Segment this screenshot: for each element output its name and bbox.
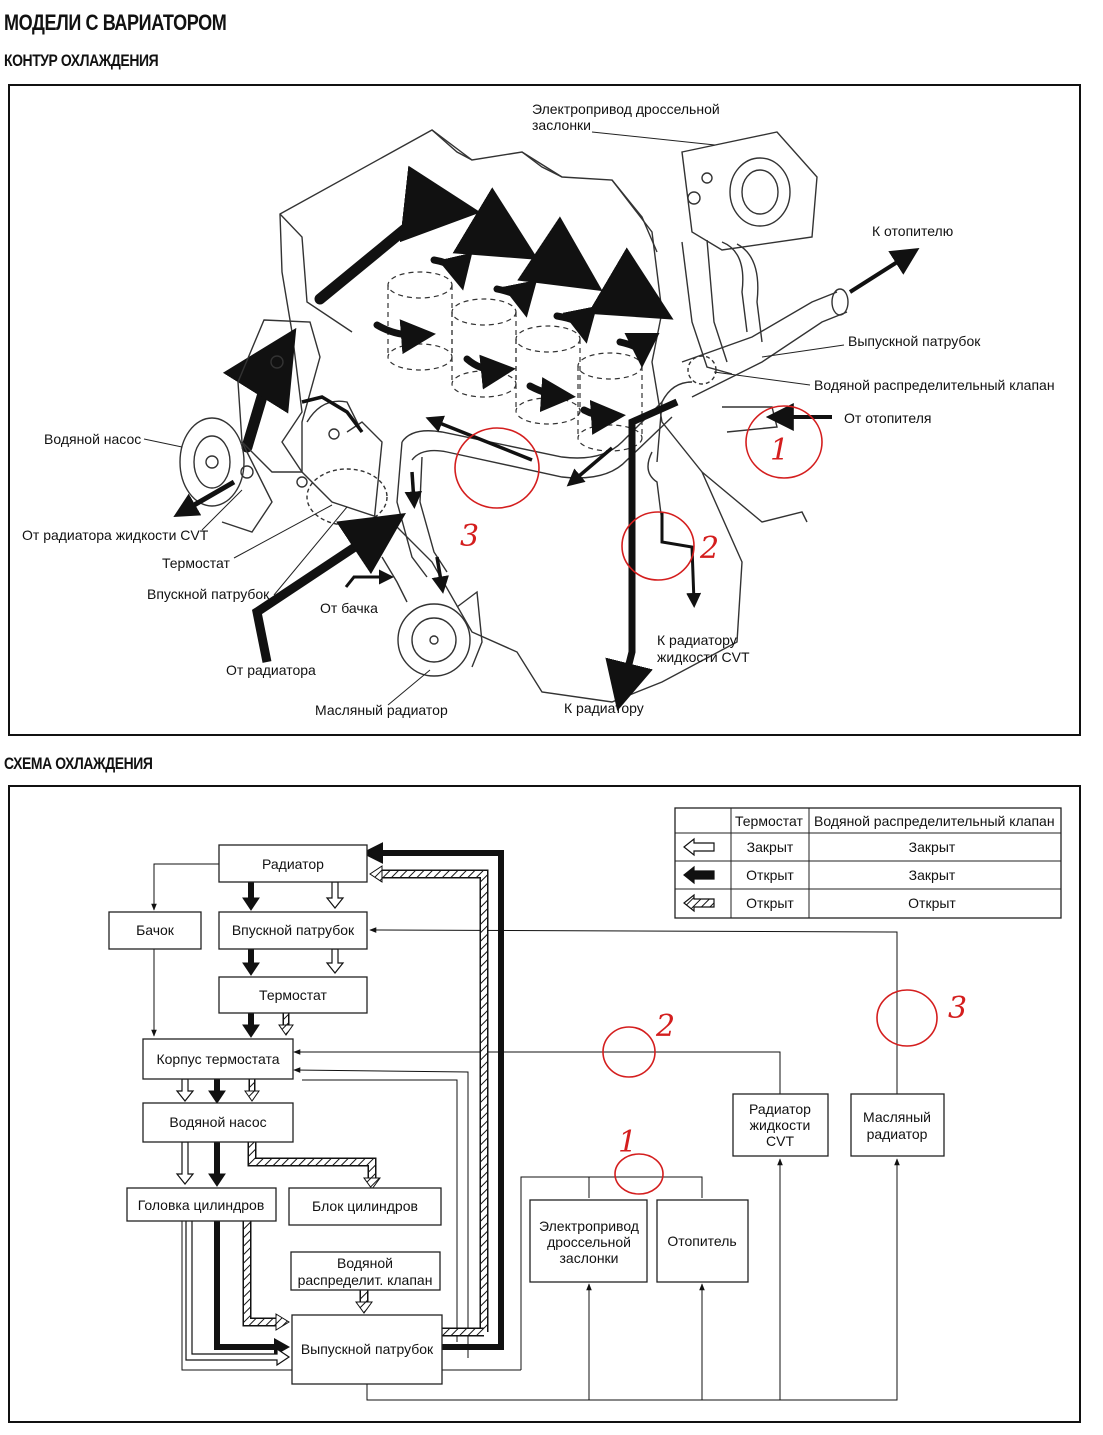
svg-text:Радиатор: Радиатор — [262, 856, 324, 872]
label-from-heater: От отопителя — [844, 410, 931, 426]
radiator-flow-lines — [173, 248, 920, 712]
annotation-number-1: 1 — [770, 433, 789, 468]
label-from-radiator: От радиатора — [226, 662, 316, 678]
hatched-arrow-icon — [683, 893, 715, 913]
section-title-scheme: СХЕМА ОХЛАЖДЕНИЯ — [4, 754, 153, 773]
legend-table: Термостат Водяной распределительный клап… — [674, 807, 1062, 919]
box-cylinder-head: Головка цилиндров — [126, 1187, 277, 1222]
svg-text:Электропривод: Электропривод — [539, 1218, 639, 1234]
box-heater: Отопитель — [656, 1199, 749, 1283]
cooling-scheme-panel: Термостат Водяной распределительный клап… — [8, 785, 1081, 1423]
svg-text:распределит. клапан: распределит. клапан — [298, 1272, 433, 1288]
label-to-cvt-line1: К радиатору — [657, 632, 737, 648]
return-flow-lines — [301, 395, 614, 594]
annotation-circle-1 — [614, 1153, 664, 1195]
svg-text:Масляный: Масляный — [863, 1109, 931, 1125]
svg-text:Радиатор: Радиатор — [749, 1101, 811, 1117]
box-radiator: Радиатор — [218, 844, 368, 883]
legend-row1-valve: Закрыт — [909, 839, 956, 855]
svg-text:Головка цилиндров: Головка цилиндров — [138, 1197, 265, 1213]
svg-text:Водяной насос: Водяной насос — [169, 1114, 266, 1130]
svg-text:CVT: CVT — [766, 1133, 794, 1149]
cooling-scheme-diagram: Термостат Водяной распределительный клап… — [108, 807, 1062, 1401]
hatched-flow-lines — [242, 865, 489, 1337]
thin-flow-lines — [151, 863, 900, 1401]
red-annotations-bottom — [602, 989, 938, 1195]
thick-flow-lines — [208, 842, 504, 1356]
annotation-circle-3 — [876, 989, 938, 1047]
svg-text:Отопитель: Отопитель — [667, 1233, 736, 1249]
red-annotations-top — [454, 405, 823, 581]
box-tank: Бачок — [108, 911, 202, 950]
svg-text:Впускной патрубок: Впускной патрубок — [232, 922, 355, 938]
cooling-circuit-panel: Электропривод дроссельной заслонки К ото… — [8, 84, 1081, 736]
svg-text:Термостат: Термостат — [259, 987, 327, 1003]
annotation-number-3: 3 — [948, 991, 967, 1026]
legend-row3-thermostat: Открыт — [746, 895, 794, 911]
box-thermostat-housing: Корпус термостата — [142, 1038, 294, 1080]
svg-text:Выпускной патрубок: Выпускной патрубок — [301, 1341, 434, 1357]
box-water-pump: Водяной насос — [142, 1102, 294, 1143]
svg-text:Блок цилиндров: Блок цилиндров — [312, 1198, 418, 1214]
annotation-circle-2 — [602, 1026, 656, 1078]
label-water-valve: Водяной распределительный клапан — [814, 377, 1055, 393]
page-title: МОДЕЛИ С ВАРИАТОРОМ — [4, 10, 227, 35]
water-pump-drawing — [179, 319, 321, 533]
legend-row3-valve: Открыт — [908, 895, 956, 911]
flow-arrows — [222, 165, 674, 453]
legend-row1-thermostat: Закрыт — [747, 839, 794, 855]
svg-text:заслонки: заслонки — [560, 1250, 619, 1266]
svg-text:дроссельной: дроссельной — [547, 1234, 631, 1250]
label-from-cvt-radiator: От радиатора жидкости CVT — [22, 527, 209, 543]
leader-lines — [143, 131, 845, 706]
svg-text:Водяной: Водяной — [337, 1255, 393, 1271]
label-to-cvt-line2: жидкости CVT — [657, 649, 750, 665]
engine-illustration: Электропривод дроссельной заслонки К ото… — [22, 101, 1055, 718]
section-title-contour: КОНТУР ОХЛАЖДЕНИЯ — [4, 51, 159, 70]
label-throttle-line2: заслонки — [532, 117, 591, 133]
legend-row2-thermostat: Открыт — [746, 867, 794, 883]
svg-text:Корпус термостата: Корпус термостата — [156, 1051, 279, 1067]
label-thermostat: Термостат — [162, 555, 230, 571]
box-thermostat: Термостат — [218, 976, 368, 1014]
annotation-circle-2 — [621, 511, 695, 581]
annotation-number-1: 1 — [618, 1125, 637, 1160]
throttle-body-drawing — [681, 131, 818, 375]
label-oil-cooler: Масляный радиатор — [315, 702, 448, 718]
label-to-radiator: К радиатору — [564, 700, 644, 716]
svg-text:Бачок: Бачок — [136, 922, 175, 938]
oil-cooler-drawing — [397, 590, 483, 677]
svg-text:жидкости: жидкости — [750, 1117, 811, 1133]
thermostat-drawing — [296, 400, 388, 543]
annotation-circle-1 — [745, 405, 823, 479]
annotation-circle-3 — [454, 427, 540, 509]
label-throttle-line1: Электропривод дроссельной — [532, 101, 720, 117]
legend-header-thermostat: Термостат — [735, 813, 803, 829]
box-inlet-pipe: Впускной патрубок — [218, 911, 368, 950]
annotation-number-2: 2 — [699, 531, 719, 566]
svg-text:радиатор: радиатор — [867, 1126, 928, 1142]
label-outlet-pipe: Выпускной патрубок — [848, 333, 981, 349]
label-inlet-pipe: Впускной патрубок — [147, 586, 270, 602]
annotation-number-3: 3 — [460, 519, 479, 554]
hollow-flow-lines — [175, 881, 345, 1367]
annotation-number-2: 2 — [655, 1009, 675, 1044]
legend-header-valve: Водяной распределительный клапан — [814, 813, 1055, 829]
label-to-heater: К отопителю — [872, 223, 953, 239]
box-outlet-pipe: Выпускной патрубок — [291, 1314, 443, 1385]
outlet-pipe-drawing — [647, 288, 849, 523]
box-cylinder-block: Блок цилиндров — [288, 1187, 442, 1226]
hollow-arrow-icon — [683, 837, 715, 857]
label-water-pump: Водяной насос — [44, 431, 141, 447]
engine-block — [279, 129, 808, 703]
cylinders — [387, 271, 643, 452]
engine-labels: Электропривод дроссельной заслонки К ото… — [22, 101, 1055, 718]
solid-arrow-icon — [683, 865, 715, 885]
legend-row2-valve: Закрыт — [909, 867, 956, 883]
label-from-tank: От бачка — [320, 600, 378, 616]
